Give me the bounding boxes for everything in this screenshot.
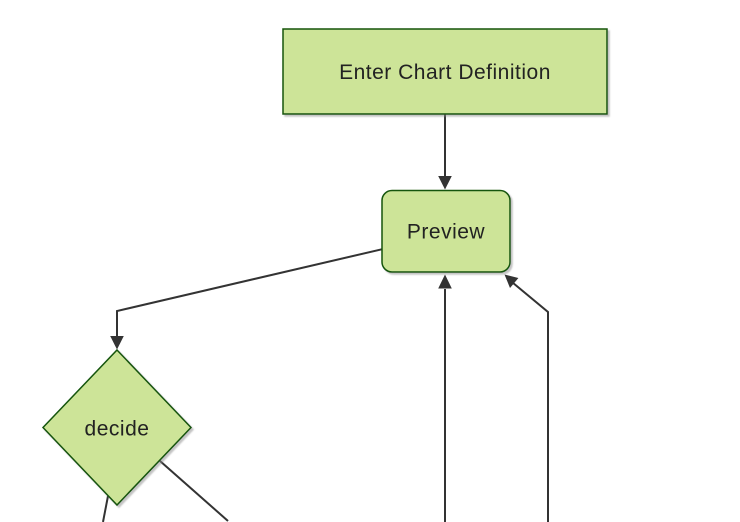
- node-label: decide: [85, 417, 150, 440]
- node-enter-chart-definition: Enter Chart Definition: [282, 28, 608, 115]
- node-rounded-rectangle: [381, 189, 511, 273]
- node-decide: decide: [41, 348, 193, 507]
- arrowhead-up-left-icon: [504, 274, 519, 288]
- node-diamond: [41, 348, 193, 507]
- node-label: Enter Chart Definition: [339, 61, 551, 84]
- arrowhead-down-icon: [438, 176, 452, 190]
- edge-line: [102, 495, 109, 522]
- edge-line: [116, 248, 384, 336]
- edge-preview-to-decide: [110, 248, 384, 350]
- edge-line: [511, 281, 549, 522]
- edge-enter-chart-definition-to-preview: [438, 114, 452, 190]
- edge-decide-to-offscreen-bottom-right: [159, 460, 229, 522]
- node-preview: Preview: [381, 189, 511, 273]
- arrowhead-down-icon: [110, 336, 124, 350]
- arrowhead-up-icon: [438, 274, 452, 289]
- node-label: Preview: [407, 220, 486, 243]
- edge-offscreen-bottom-to-preview: [438, 274, 452, 522]
- node-rectangle: [282, 28, 608, 115]
- edge-line: [159, 460, 229, 522]
- edge-offscreen-bottom-right-to-preview: [504, 274, 549, 522]
- edge-decide-to-offscreen-bottom-left: [102, 495, 109, 522]
